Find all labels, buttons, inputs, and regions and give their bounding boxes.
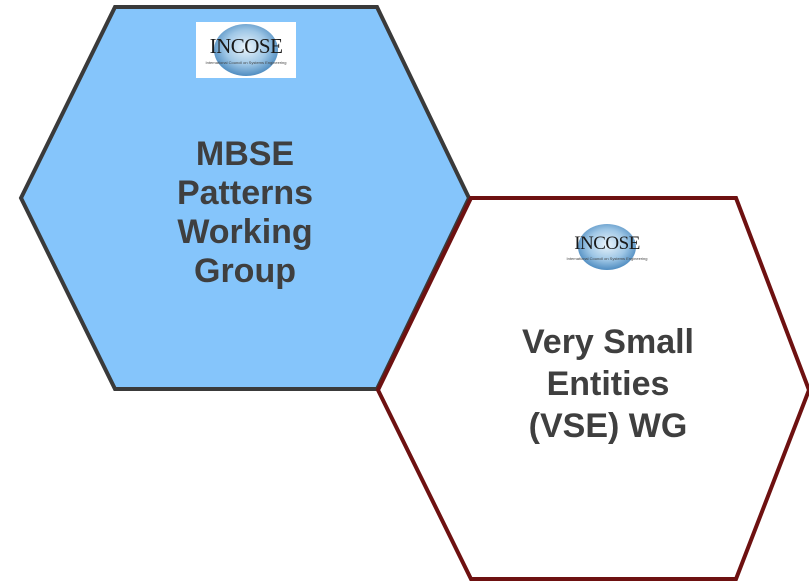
mbse-working-group-label: MBSE Patterns Working Group bbox=[125, 135, 365, 291]
vse-working-group-label: Very Small Entities (VSE) WG bbox=[478, 321, 738, 447]
logo-subtitle: International Council on Systems Enginee… bbox=[566, 256, 648, 261]
label-line: (VSE) WG bbox=[528, 407, 688, 445]
label-line: Entities bbox=[546, 365, 670, 403]
logo-wordmark: INCOSE bbox=[209, 34, 283, 58]
incose-logo: INCOSE International Council on Systems … bbox=[560, 222, 654, 272]
logo-subtitle: International Council on Systems Enginee… bbox=[205, 60, 287, 65]
label-line: Group bbox=[194, 252, 296, 290]
globe-icon bbox=[214, 24, 278, 76]
label-line: Very Small bbox=[521, 323, 694, 361]
logo-wordmark: INCOSE bbox=[574, 233, 640, 254]
globe-icon bbox=[578, 224, 636, 270]
vse-hexagon bbox=[375, 196, 809, 581]
label-line: Patterns bbox=[176, 174, 314, 212]
incose-logo: INCOSE International Council on Systems … bbox=[196, 22, 296, 78]
label-line: MBSE bbox=[195, 135, 295, 173]
label-line: Working bbox=[177, 213, 313, 251]
